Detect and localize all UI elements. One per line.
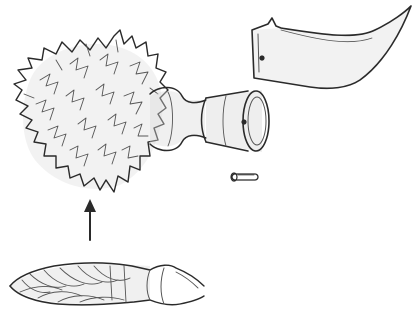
pin-icon [231, 173, 258, 181]
blade-rivet-icon [259, 55, 264, 60]
socket-hole-icon [241, 119, 246, 124]
ferrule-icon [150, 88, 269, 153]
arrow-up-icon [84, 199, 96, 240]
fluffy-ball-icon [14, 30, 168, 192]
wrapped-bundle-icon [10, 263, 204, 305]
curved-blade-icon [252, 6, 411, 89]
